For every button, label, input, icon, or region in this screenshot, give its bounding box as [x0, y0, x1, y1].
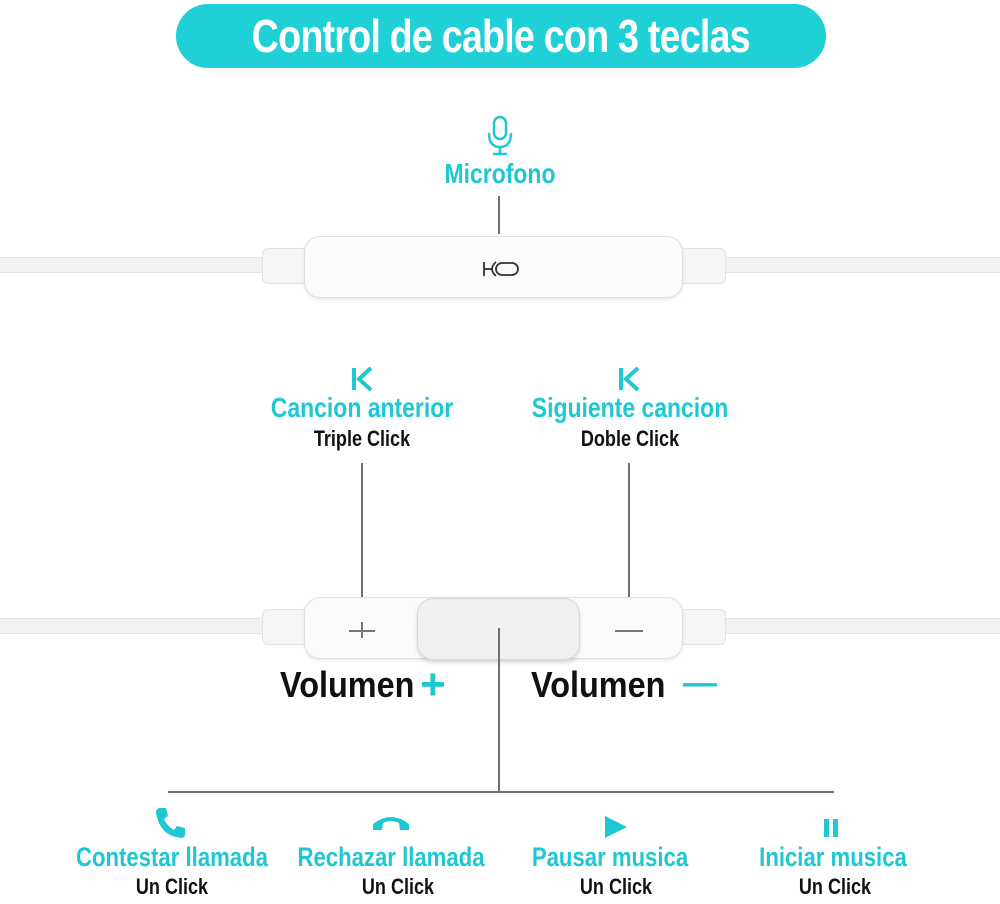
function-label-reject: Rechazar llamada: [297, 842, 485, 872]
previous-song-pointer-line: [361, 463, 363, 633]
functions-bracket-line: [168, 791, 834, 793]
next-song-pointer-line: [628, 463, 630, 631]
upper-cable-right: [720, 257, 1000, 273]
lower-cable-right: [720, 618, 1000, 634]
pause-icon: [822, 818, 840, 838]
previous-song-label: Cancion anterior: [270, 392, 454, 423]
upper-collar-right: [676, 248, 726, 284]
lower-cable-left: [0, 618, 270, 634]
volume-down-symbol: —: [683, 664, 717, 702]
microphone-port-icon: [482, 258, 522, 280]
function-label-answer: Contestar llamada: [76, 842, 268, 872]
function-action-start: Un Click: [798, 874, 872, 899]
next-song-label: Siguiente cancion: [531, 392, 729, 423]
function-action-answer: Un Click: [135, 874, 209, 899]
upper-cable-left: [0, 257, 270, 273]
title-banner: Control de cable con 3 teclas: [176, 4, 826, 68]
previous-track-icon: [350, 366, 374, 392]
function-action-reject: Un Click: [361, 874, 435, 899]
volume-down-key-mark: [615, 630, 643, 632]
function-label-pause: Pausar musica: [531, 842, 689, 872]
lower-collar-right: [676, 609, 726, 645]
volume-up-symbol: +: [420, 660, 446, 709]
phone-icon: [154, 806, 188, 840]
microphone-remote: [304, 236, 683, 298]
play-icon: [603, 814, 629, 840]
volume-up-key-mark-vertical: [361, 622, 363, 638]
volume-down-label: Volumen: [531, 664, 666, 705]
page-title: Control de cable con 3 teclas: [251, 10, 751, 62]
volume-up-label: Volumen: [280, 664, 415, 705]
center-button-pointer-line: [498, 628, 500, 792]
lower-collar-left: [262, 609, 312, 645]
function-label-start: Iniciar musica: [759, 842, 907, 872]
previous-song-action: Triple Click: [313, 426, 411, 451]
next-track-icon: [617, 366, 641, 392]
hang-up-icon: [370, 812, 412, 834]
next-song-action: Doble Click: [580, 426, 680, 451]
function-action-pause: Un Click: [579, 874, 653, 899]
microphone-icon: [486, 115, 514, 157]
microphone-pointer-line: [498, 196, 500, 234]
microphone-label: Microfono: [444, 158, 556, 189]
